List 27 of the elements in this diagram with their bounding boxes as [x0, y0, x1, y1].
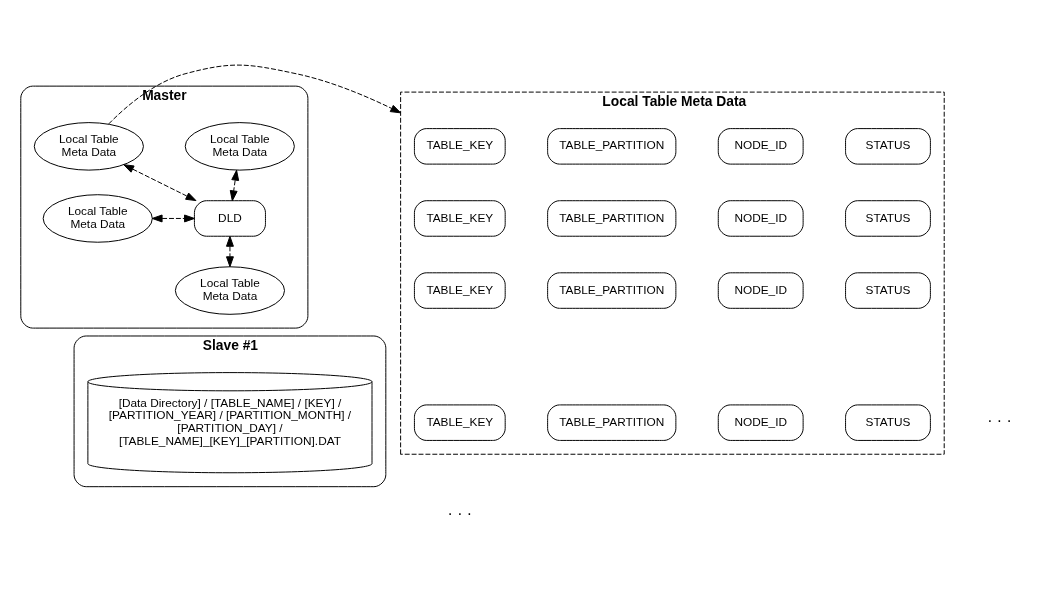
node-box: TABLE_PARTITION [547, 403, 677, 441]
node-box: STATUS [845, 403, 931, 441]
node-box: TABLE_PARTITION [547, 127, 677, 165]
label: · · · [447, 504, 473, 522]
node-ellipse: Local Table Meta Data [42, 193, 153, 243]
arrow [108, 64, 402, 124]
arrow [151, 214, 195, 222]
node-box: STATUS [845, 271, 931, 309]
label: · · · [987, 411, 1012, 429]
node-box: NODE_ID [717, 127, 804, 165]
node-box: DLD [193, 199, 266, 237]
node-box: TABLE_KEY [413, 199, 506, 237]
node-box: NODE_ID [717, 271, 804, 309]
node-box: TABLE_PARTITION [547, 199, 677, 237]
node-box: STATUS [845, 127, 931, 165]
arrow [123, 163, 197, 201]
node-box: TABLE_KEY [413, 403, 506, 441]
node-box: TABLE_PARTITION [547, 271, 677, 309]
node-box: TABLE_KEY [413, 127, 506, 165]
node-box: STATUS [845, 199, 931, 237]
node-box: TABLE_KEY [413, 271, 506, 309]
arrow [229, 169, 240, 201]
node-box: NODE_ID [717, 199, 804, 237]
node-box: NODE_ID [717, 403, 804, 441]
arrow [226, 235, 234, 267]
node-ellipse: Local Table Meta Data [174, 265, 285, 315]
node-ellipse: Local Table Meta Data [184, 121, 295, 171]
